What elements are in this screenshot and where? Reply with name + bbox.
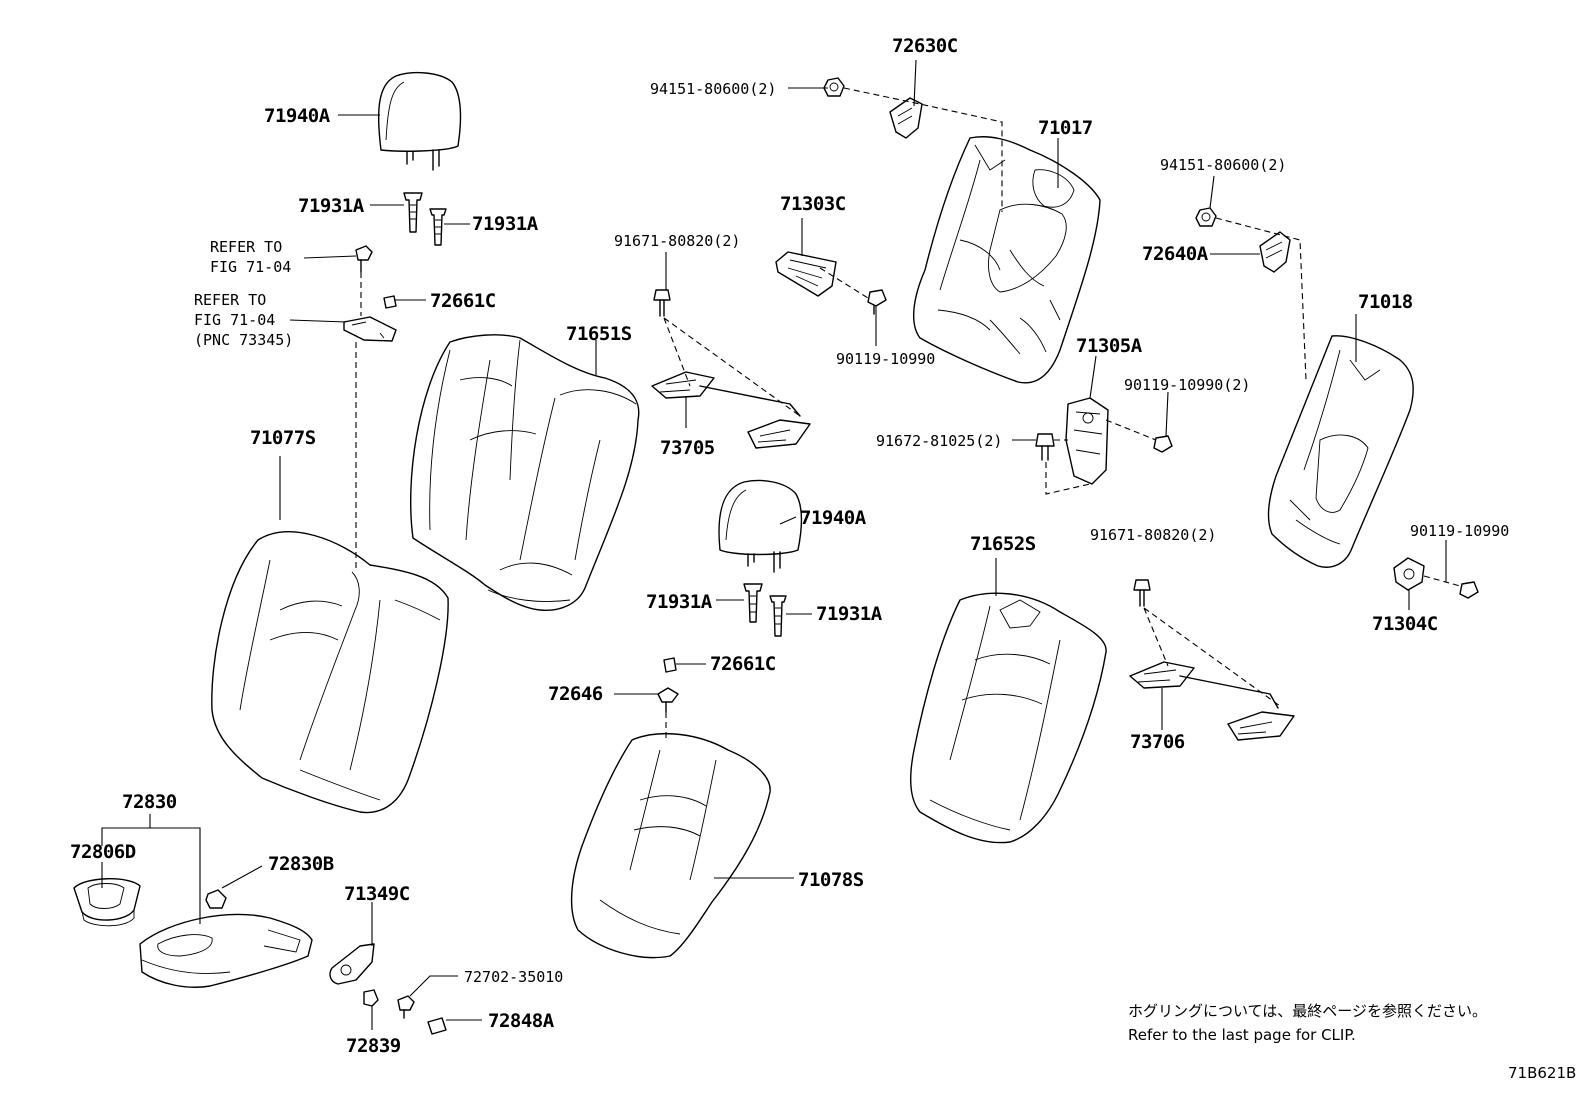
label-71017: 71017 — [1038, 117, 1093, 139]
label-90119-right: 90119-10990(2) — [1124, 376, 1250, 394]
seat-cushion-cover-71077S — [211, 531, 449, 814]
label-90119-lower-right: 90119-10990 — [1410, 522, 1509, 540]
leader-lines — [101, 59, 1447, 1030]
headrest-guide-upper-right — [429, 208, 447, 246]
cap-72661C-upper — [383, 295, 397, 309]
clip-72839 — [363, 989, 379, 1007]
screw-72702 — [397, 995, 415, 1019]
label-refer-2-line2: FIG 71-04 — [194, 311, 275, 329]
bracket-71305A — [1065, 397, 1109, 485]
seatback-frame-71018 — [1267, 335, 1414, 568]
part-labels: 71940A 71931A 71931A REFER TO FIG 71-04 … — [70, 35, 1509, 1057]
bolt-90119-mid — [867, 289, 887, 315]
bracket-pnc-73345 — [343, 316, 397, 342]
label-71078S: 71078S — [798, 869, 864, 891]
bolt-91671-left — [653, 289, 671, 317]
label-71305A: 71305A — [1076, 335, 1143, 357]
label-71931A-center-right: 71931A — [816, 603, 883, 625]
label-refer-1-line2: FIG 71-04 — [210, 258, 291, 276]
hinge-71303C — [775, 251, 837, 297]
belt-guide-73706 — [1129, 661, 1295, 741]
label-refer-2-line3: (PNC 73345) — [194, 331, 293, 349]
label-72830: 72830 — [122, 791, 177, 813]
label-72661C-center: 72661C — [710, 653, 776, 675]
assembly-lines — [355, 87, 1461, 742]
cup-holder-72806D — [73, 878, 141, 927]
headrest-upper — [377, 71, 462, 171]
bolt-90119-right — [1153, 435, 1173, 453]
label-72848A: 72848A — [488, 1010, 555, 1032]
label-94151-right: 94151-80600(2) — [1160, 156, 1286, 174]
label-73706: 73706 — [1130, 731, 1185, 753]
footnotes: ホグリングについては、最終ページを参照ください。 Refer to the la… — [1128, 1002, 1576, 1082]
headrest-center — [718, 479, 803, 573]
headrest-guide-upper-left — [403, 192, 423, 233]
label-71018: 71018 — [1358, 291, 1413, 313]
label-91672: 91672-81025(2) — [876, 432, 1002, 450]
seatback-cover-71651S — [410, 334, 640, 611]
label-71349C: 71349C — [344, 883, 410, 905]
label-72806D: 72806D — [70, 841, 136, 863]
seatback-cover-71078S — [570, 732, 771, 959]
label-91671-left: 91671-80820(2) — [614, 232, 740, 250]
label-refer-1-line1: REFER TO — [210, 238, 282, 256]
nut-94151-right — [1195, 207, 1217, 227]
label-90119-mid: 90119-10990 — [836, 350, 935, 368]
seatback-frame-71017 — [912, 136, 1101, 384]
label-94151-top: 94151-80600(2) — [650, 80, 776, 98]
note-japanese: ホグリングについては、最終ページを参照ください。 — [1128, 1002, 1487, 1020]
label-71077S: 71077S — [250, 427, 316, 449]
cap-72848A — [427, 1017, 447, 1035]
figure-id: 71B621B — [1508, 1064, 1576, 1082]
bolt-91671-right — [1133, 579, 1151, 607]
label-71940A-upper: 71940A — [264, 105, 331, 127]
label-refer-2-line1: REFER TO — [194, 291, 266, 309]
seatback-cover-71652S — [909, 592, 1107, 844]
label-91671-right: 91671-80820(2) — [1090, 526, 1216, 544]
cap-72661C-center — [663, 657, 677, 673]
label-72830B: 72830B — [268, 853, 334, 875]
clip-72646 — [657, 687, 679, 713]
headrest-guide-center-right — [769, 595, 787, 637]
clip-refer-fig — [355, 245, 373, 273]
label-72661C-upper: 72661C — [430, 290, 496, 312]
note-english: Refer to the last page for CLIP. — [1128, 1026, 1356, 1044]
label-73705: 73705 — [660, 437, 715, 459]
label-72839: 72839 — [346, 1035, 401, 1057]
bolt-90119-lower-right — [1459, 581, 1479, 599]
label-72630C: 72630C — [892, 35, 958, 57]
label-71931A-upper-left: 71931A — [298, 195, 365, 217]
label-71651S: 71651S — [566, 323, 632, 345]
label-71931A-center-left: 71931A — [646, 591, 713, 613]
hinge-71304C — [1393, 557, 1425, 591]
bracket-71349C — [329, 943, 375, 985]
belt-guide-73705 — [651, 371, 811, 449]
label-71304C: 71304C — [1372, 613, 1438, 635]
label-71931A-upper-right: 71931A — [472, 213, 539, 235]
label-71303C: 71303C — [780, 193, 846, 215]
bolt-91672 — [1035, 433, 1055, 461]
label-72640A: 72640A — [1142, 243, 1209, 265]
armrest-72830 — [139, 913, 313, 988]
bracket-72640A — [1259, 231, 1291, 273]
label-72702: 72702-35010 — [464, 968, 563, 986]
label-72646: 72646 — [548, 683, 603, 705]
label-71652S: 71652S — [970, 533, 1036, 555]
nut-94151-top — [823, 77, 845, 97]
headrest-guide-center-left — [743, 583, 763, 623]
label-71940A-center: 71940A — [800, 507, 867, 529]
clip-72830B — [205, 889, 227, 909]
bracket-72630C — [889, 97, 923, 139]
